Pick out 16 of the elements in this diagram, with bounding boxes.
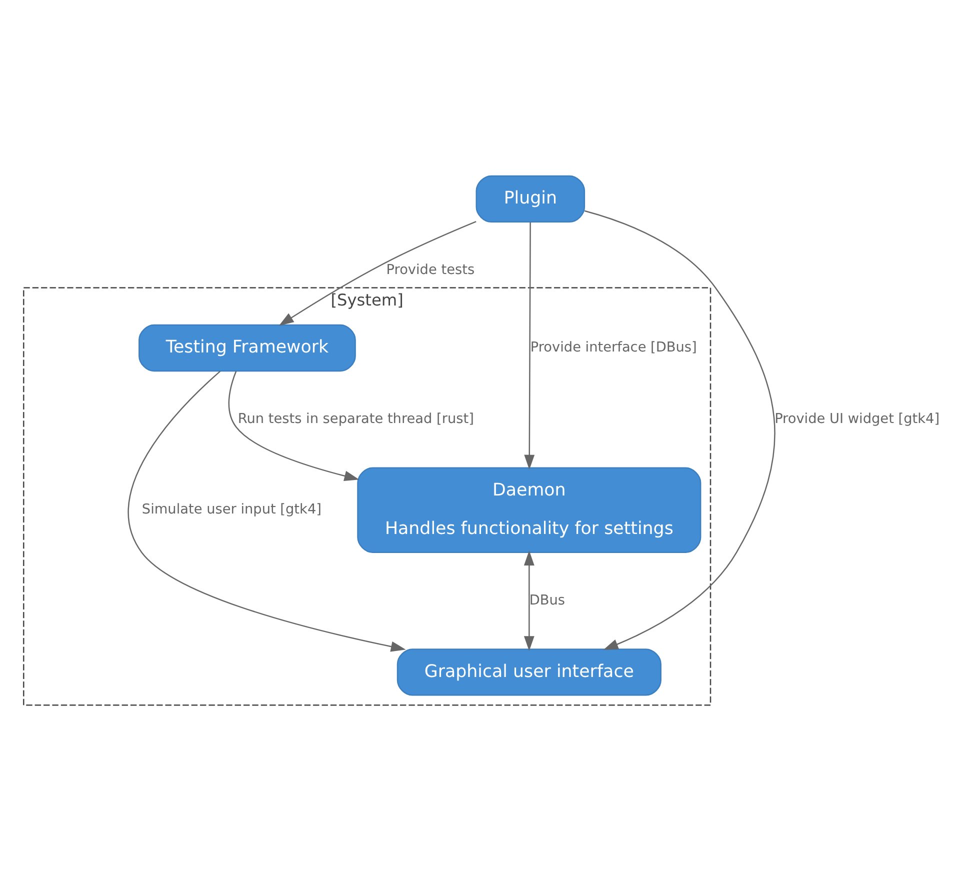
- arrow: [524, 550, 534, 650]
- arrow: [584, 210, 776, 650]
- node-box: Graphical user interface: [396, 648, 662, 696]
- node-box: Plugin: [476, 174, 586, 222]
- arrow: [278, 220, 476, 326]
- node-box: Testing Framework: [138, 324, 356, 372]
- node-box: Daemon Handles functionality for settings: [357, 466, 702, 552]
- edge-label: Provide UI widget [gtk4]: [774, 410, 940, 426]
- edge-label: Run tests in separate thread [rust]: [238, 410, 474, 426]
- arrow: [228, 370, 360, 481]
- arrow: [128, 370, 406, 652]
- edge-label: Simulate user input [gtk4]: [142, 501, 322, 518]
- edge-label: DBus: [529, 592, 566, 608]
- arrow: [524, 222, 535, 470]
- edge-label: Provide interface [DBus]: [530, 338, 697, 355]
- edge-label: Provide tests: [386, 261, 475, 278]
